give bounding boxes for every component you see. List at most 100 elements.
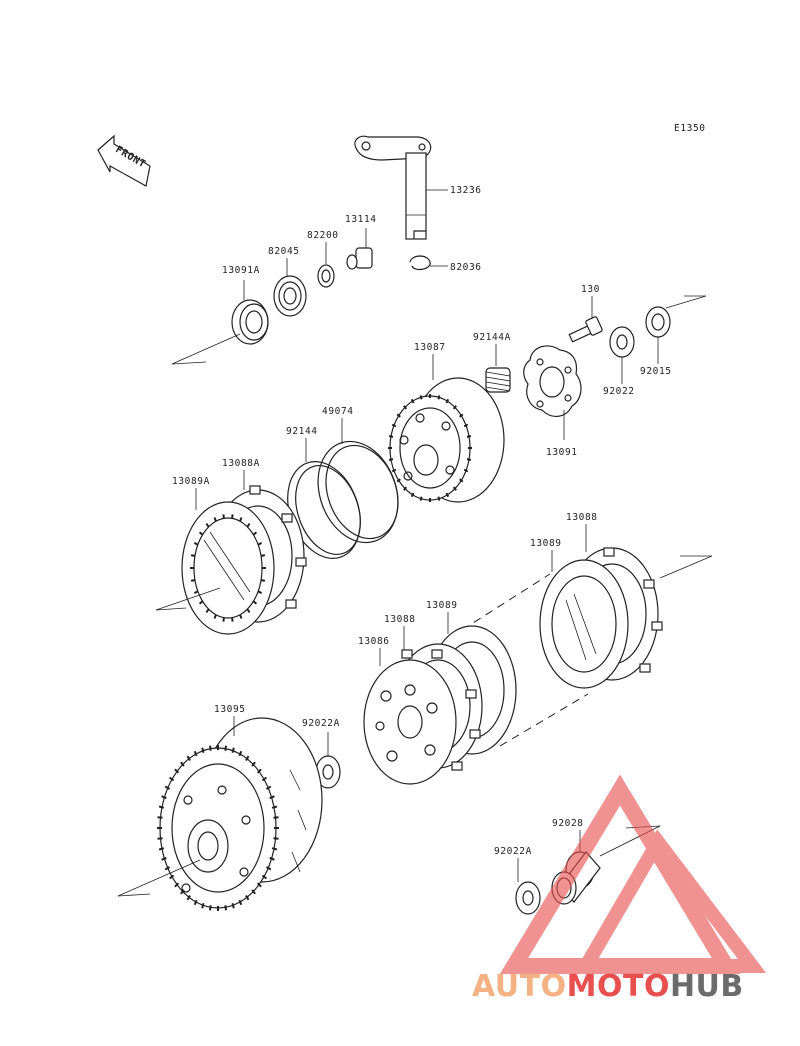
gear-tooth (437, 395, 441, 400)
gear-tooth (222, 617, 225, 622)
gear-tooth (205, 523, 210, 528)
gear-tooth (463, 423, 469, 428)
gear-tooth (164, 785, 171, 790)
washer-82200 (317, 264, 335, 288)
washer-92022 (609, 326, 635, 358)
gear-tooth (252, 600, 258, 605)
gear-tooth (174, 882, 180, 888)
gear-tooth (161, 795, 167, 800)
gear-tooth (265, 785, 272, 790)
gear-tooth (257, 590, 263, 594)
gear-tooth (273, 837, 279, 840)
label-130: 130 (581, 284, 600, 295)
gear-tooth (403, 486, 408, 491)
label-13091A: 13091A (222, 265, 260, 276)
gear-tooth (158, 847, 165, 851)
watermark-hub: HUB (670, 969, 744, 1004)
gear-tooth (445, 398, 450, 404)
label-13089-mid: 13089 (426, 600, 458, 611)
label-13088-right: 13088 (566, 512, 598, 523)
gear-tooth (190, 554, 196, 557)
gear-tooth (271, 805, 278, 809)
gear-tooth (231, 903, 235, 909)
gear-tooth (224, 905, 227, 911)
clutch-hub-13087 (388, 377, 505, 503)
gear-tooth (161, 856, 167, 861)
gear-tooth (273, 816, 279, 819)
gear-tooth (239, 517, 243, 522)
label-49074: 49074 (322, 406, 354, 417)
gear-tooth (463, 468, 469, 473)
label-13095: 13095 (214, 704, 246, 715)
label-92144A: 92144A (473, 332, 511, 343)
gear-tooth (265, 866, 272, 871)
bolt-130 (568, 316, 603, 343)
gear-tooth (245, 755, 250, 761)
gear-tooth (231, 617, 234, 622)
watermark-text: AUTOMOTOHUB (472, 969, 744, 1004)
gear-tooth (260, 579, 266, 582)
gear-tooth (437, 496, 441, 501)
gear-tooth (186, 755, 191, 761)
label-13086: 13086 (358, 636, 390, 647)
gear-tooth (157, 816, 163, 819)
gear-tooth (396, 413, 401, 418)
label-13236: 13236 (450, 185, 482, 196)
gear-tooth (209, 905, 212, 911)
gear-tooth (224, 745, 227, 751)
diagram-code: E1350 (674, 123, 706, 134)
gear-tooth (260, 554, 266, 557)
label-13089-right: 13089 (530, 538, 562, 549)
gear-tooth (198, 531, 204, 536)
gear-tooth (445, 492, 450, 498)
gear-tooth (403, 405, 408, 410)
gear-tooth (261, 776, 267, 782)
gear-tooth (246, 608, 251, 613)
gear-tooth (193, 750, 198, 757)
bearing-13091A (231, 299, 269, 345)
pin-13114 (346, 247, 373, 270)
gear-tooth (391, 468, 397, 473)
label-92028: 92028 (552, 818, 584, 829)
gear-tooth (180, 761, 185, 767)
gear-tooth (452, 486, 457, 491)
label-82036: 82036 (450, 262, 482, 273)
gear-tooth (213, 517, 217, 522)
bearing-82045 (273, 275, 307, 317)
gear-tooth (261, 874, 267, 880)
gear-tooth (269, 856, 275, 861)
gear-tooth (419, 395, 423, 400)
circlip-82036 (409, 255, 431, 271)
gear-tooth (245, 895, 250, 901)
label-82200: 82200 (307, 230, 339, 241)
label-13088A: 13088A (222, 458, 260, 469)
label-13091: 13091 (546, 447, 578, 458)
gear-tooth (186, 895, 191, 901)
shift-shaft-13236 (354, 135, 432, 240)
label-92022: 92022 (603, 386, 635, 397)
gear-tooth (452, 405, 457, 410)
gear-tooth (231, 514, 234, 519)
gear-tooth (419, 496, 423, 501)
gear-tooth (396, 478, 401, 483)
gear-tooth (190, 579, 196, 582)
pressure-plate-13086 (363, 659, 457, 785)
gear-tooth (198, 600, 204, 605)
gear-tooth (158, 805, 165, 809)
label-13087: 13087 (414, 342, 446, 353)
watermark-logo-icon (499, 774, 767, 974)
gear-tooth (193, 590, 199, 594)
gear-tooth (466, 458, 472, 461)
ring-49074 (317, 440, 399, 544)
label-92022A-top: 92022A (302, 718, 340, 729)
label-92022A-bottom: 92022A (494, 846, 532, 857)
steel-plate-13089A (181, 501, 275, 635)
clutch-housing-13095 (157, 717, 323, 911)
gear-tooth (169, 874, 175, 880)
label-13089A: 13089A (172, 476, 210, 487)
label-13114: 13114 (345, 214, 377, 225)
gear-tooth (388, 435, 394, 438)
gear-tooth (231, 747, 235, 753)
gear-tooth (256, 768, 262, 774)
gear-tooth (269, 795, 275, 800)
